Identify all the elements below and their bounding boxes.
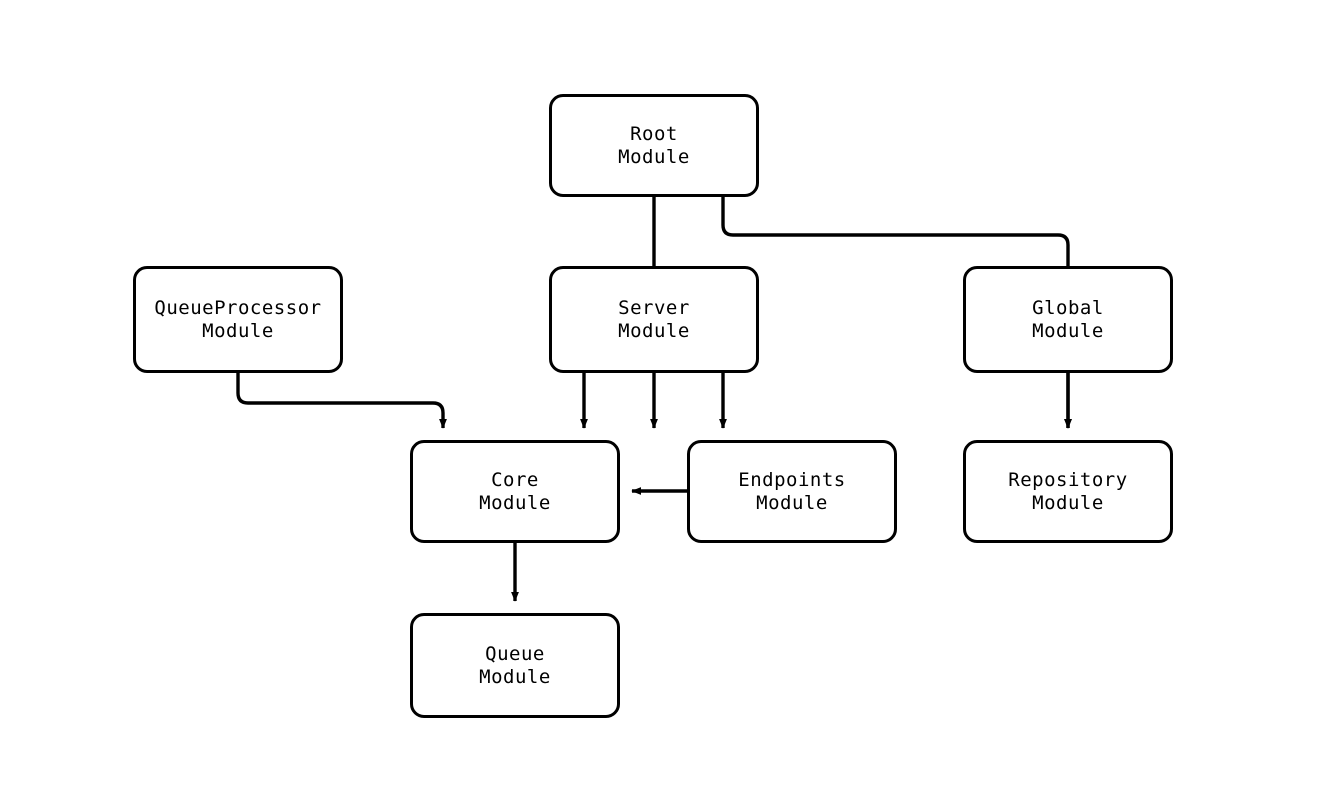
edge-root-to-global (721, 197, 1072, 429)
node-server-module-label-line1: Server (618, 296, 690, 319)
node-queueprocessor-module-label-line1: QueueProcessor (154, 296, 322, 319)
node-queueprocessor-module[interactable]: QueueProcessor Module (133, 266, 343, 373)
node-queue-module[interactable]: Queue Module (410, 613, 620, 718)
node-core-module-label-line1: Core (491, 468, 539, 491)
node-repository-module-label-line1: Repository (1008, 468, 1128, 491)
node-root-module-label-line2: Module (618, 145, 690, 168)
node-queue-module-label-line1: Queue (485, 642, 545, 665)
node-core-module[interactable]: Core Module (410, 440, 620, 543)
node-server-module-label-line2: Module (618, 319, 690, 342)
node-repository-module[interactable]: Repository Module (963, 440, 1173, 543)
node-server-module[interactable]: Server Module (549, 266, 759, 373)
node-global-module-label-line2: Module (1032, 319, 1104, 342)
node-global-module-label-line1: Global (1032, 296, 1104, 319)
node-root-module-label-line1: Root (630, 122, 678, 145)
node-global-module[interactable]: Global Module (963, 266, 1173, 373)
node-queueprocessor-module-label-line2: Module (202, 319, 274, 342)
node-queue-module-label-line2: Module (479, 665, 551, 688)
node-endpoints-module-label-line2: Module (756, 491, 828, 514)
edge-queueprocessor-to-core (236, 373, 447, 429)
node-repository-module-label-line2: Module (1032, 491, 1104, 514)
node-endpoints-module-label-line1: Endpoints (738, 468, 846, 491)
node-root-module[interactable]: Root Module (549, 94, 759, 197)
node-core-module-label-line2: Module (479, 491, 551, 514)
node-endpoints-module[interactable]: Endpoints Module (687, 440, 897, 543)
